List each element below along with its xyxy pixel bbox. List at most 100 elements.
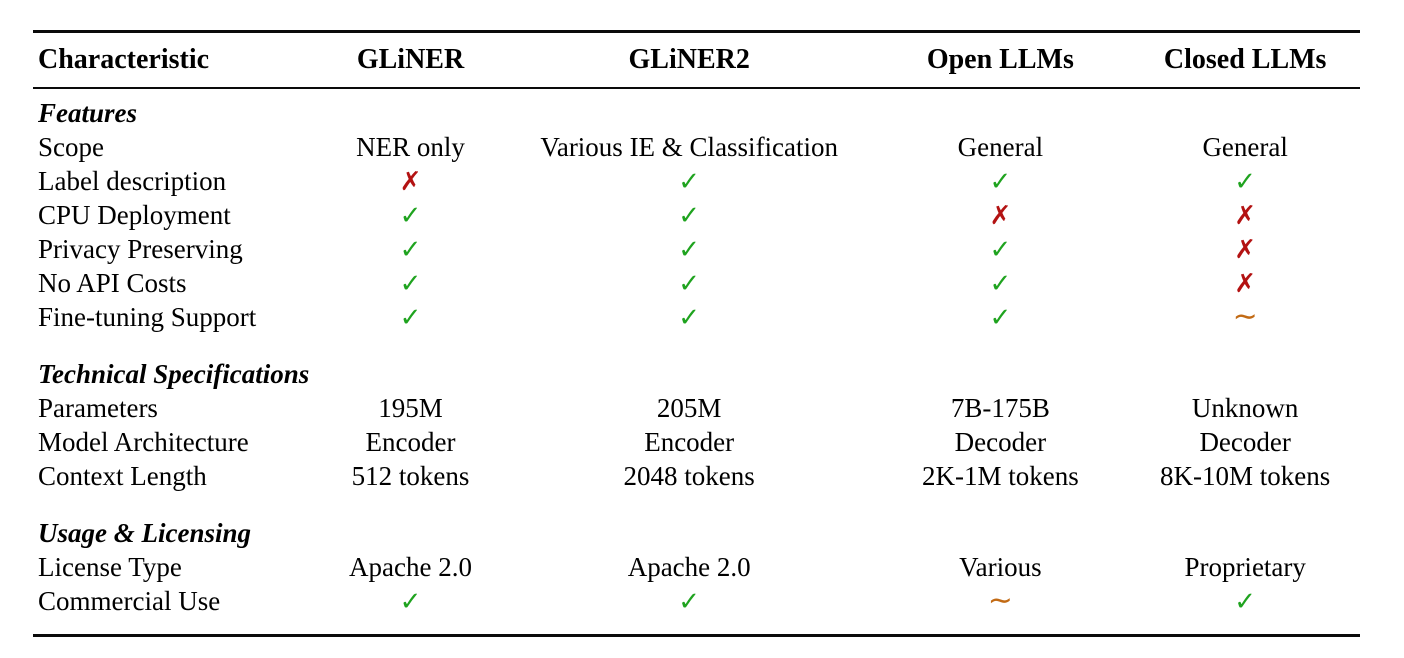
check-icon: ✓: [678, 268, 701, 299]
cell-closed-llms: ✗: [1130, 200, 1360, 231]
cell-gliner: ✗: [313, 166, 508, 197]
cell-gliner2: Various IE & Classification: [540, 131, 839, 162]
table-header-row: Characteristic GLiNER GLiNER2 Open LLMs …: [33, 33, 1360, 87]
table-row: CPU Deployment ✓ ✓ ✗ ✗: [33, 198, 1360, 232]
cell-gliner2: ✓: [508, 302, 870, 333]
check-icon: ✓: [678, 200, 701, 231]
cross-icon: ✗: [989, 200, 1012, 231]
cell-gliner2: Encoder: [644, 426, 735, 457]
cell-gliner: ✓: [313, 586, 508, 617]
check-icon: ✓: [989, 302, 1012, 333]
check-icon: ✓: [678, 166, 701, 197]
table-row: Privacy Preserving✓✓✓✗: [33, 232, 1360, 266]
table-row: Label description ✗ ✓ ✓ ✓: [33, 164, 1360, 198]
cell-closed-llms: ✓: [1130, 166, 1360, 197]
cell-closed-llms: ✓: [1130, 586, 1360, 617]
row-label: No API Costs: [38, 267, 187, 298]
cell-gliner: ✓: [313, 200, 508, 231]
table-row: Commercial Use ✓ ✓ ∼ ✓: [33, 584, 1360, 618]
table-row: Fine-tuning Support ✓ ✓ ✓ ∼: [33, 300, 1360, 334]
check-icon: ✓: [989, 268, 1012, 299]
cell-closed-llms: Proprietary: [1184, 551, 1306, 582]
cell-closed-llms: 8K-10M tokens: [1160, 460, 1331, 491]
row-label: Fine-tuning Support: [38, 301, 257, 332]
cell-open-llms: ✓: [870, 268, 1130, 299]
check-icon: ✓: [1234, 166, 1257, 197]
section-title-row: Features: [33, 96, 1360, 130]
cell-gliner: ✓: [313, 268, 508, 299]
top-rule: [33, 30, 1360, 33]
tilde-partial-icon: ∼: [987, 582, 1013, 618]
cell-gliner: NER only: [356, 131, 465, 162]
cell-open-llms: ✗: [870, 200, 1130, 231]
table-row: Scope NER only Various IE & Classification…: [33, 130, 1360, 164]
check-icon: ✓: [678, 234, 701, 265]
cell-gliner: 512 tokens: [351, 460, 470, 491]
cell-gliner2: ✓: [508, 200, 870, 231]
section-title-row: Usage & Licensing: [33, 516, 1360, 550]
header-open-llms: Open LLMs: [926, 44, 1074, 75]
cell-closed-llms: Unknown: [1191, 392, 1299, 423]
check-icon: ✓: [399, 302, 422, 333]
cell-gliner2: ✓: [508, 586, 870, 617]
table-row: No API Costs ✓ ✓ ✓ ✗: [33, 266, 1360, 300]
cell-closed-llms: ∼: [1130, 301, 1360, 333]
section-title: Usage & Licensing: [38, 517, 251, 548]
row-label: Commercial Use: [38, 585, 221, 616]
section-title: Features: [38, 97, 138, 128]
cell-gliner: Apache 2.0: [349, 551, 472, 582]
header-gliner: GLiNER: [356, 44, 465, 75]
check-icon: ✓: [399, 234, 422, 265]
section-title-row: Technical Specifications: [33, 357, 1360, 391]
bottom-rule: [33, 634, 1360, 637]
check-icon: ✓: [989, 166, 1012, 197]
cell-closed-llms: ✗: [1130, 234, 1360, 265]
cell-gliner2: ✓: [508, 166, 870, 197]
cell-open-llms: 2K-1M tokens: [921, 460, 1079, 491]
cell-open-llms: ✓: [870, 166, 1130, 197]
check-icon: ✓: [678, 302, 701, 333]
cell-open-llms: ∼: [870, 582, 1130, 618]
cell-gliner: ✓: [313, 234, 508, 265]
header-rule: [33, 87, 1360, 89]
row-label: Parameters: [38, 392, 158, 423]
row-label: Privacy Preserving: [38, 233, 243, 264]
cell-open-llms: ✓: [870, 302, 1130, 333]
cell-closed-llms: General: [1202, 131, 1288, 162]
row-label: CPU Deployment: [38, 199, 231, 230]
row-label: Model Architecture: [38, 426, 249, 457]
table-row: Context Length 512 tokens 2048 tokens 2K-1M…: [33, 459, 1360, 493]
cell-open-llms: General: [957, 131, 1044, 162]
cross-icon: ✗: [1234, 268, 1257, 299]
cell-open-llms: Decoder: [954, 426, 1047, 457]
cross-icon: ✗: [1234, 200, 1257, 231]
row-label: Label description: [38, 165, 227, 196]
cell-gliner2: 2048 tokens: [623, 460, 755, 491]
cross-icon: ✗: [399, 166, 422, 197]
cell-open-llms: ✓: [870, 234, 1130, 265]
check-icon: ✓: [399, 586, 422, 617]
header-characteristic: Characteristic: [38, 44, 210, 75]
row-label: Scope: [38, 131, 104, 162]
cell-gliner2: 205M: [656, 392, 722, 423]
row-label: License Type: [38, 551, 182, 582]
check-icon: ✓: [399, 268, 422, 299]
row-label: Context Length: [38, 460, 207, 491]
cell-open-llms: Various: [959, 551, 1042, 582]
model-comparison-table: Characteristic GLiNER GLiNER2 Open LLMs …: [33, 30, 1360, 637]
cell-gliner: ✓: [313, 302, 508, 333]
check-icon: ✓: [399, 200, 422, 231]
check-icon: ✓: [678, 586, 701, 617]
cell-gliner2: ✓: [508, 268, 870, 299]
section-title: Technical Specifications: [38, 358, 310, 389]
header-closed-llms: Closed LLMs: [1163, 44, 1327, 75]
check-icon: ✓: [1234, 586, 1257, 617]
